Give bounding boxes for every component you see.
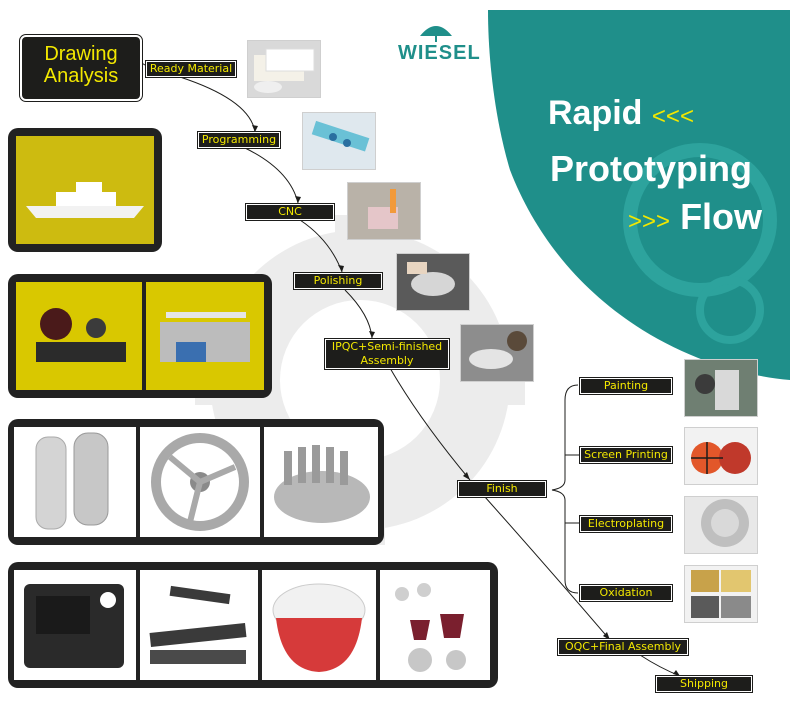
start-label-line-1: Drawing xyxy=(44,43,118,65)
gallery-panel-products xyxy=(8,562,498,688)
photo-ipqc-assembly xyxy=(460,324,534,382)
photo-pipe-system-model xyxy=(146,282,264,390)
title-word-rapid: Rapid xyxy=(548,94,643,132)
step-polishing: Polishing xyxy=(294,273,382,289)
photo-painting xyxy=(684,359,758,417)
step-screen-printing: Screen Printing xyxy=(580,447,672,463)
gallery-panel-models xyxy=(8,274,272,398)
step-finish: Finish xyxy=(458,481,546,497)
step-shipping: Shipping xyxy=(656,676,752,692)
photo-device-housing xyxy=(14,570,136,680)
page-title-line-3: >>> Flow xyxy=(628,196,762,238)
photo-ready-material xyxy=(247,40,321,98)
title-word-flow: Flow xyxy=(680,196,763,237)
step-electroplating: Electroplating xyxy=(580,516,672,532)
photo-oxidation xyxy=(684,565,758,623)
step-ready-material: Ready Material xyxy=(146,61,236,77)
step-oxidation: Oxidation xyxy=(580,585,672,601)
chevron-left-icon: <<< xyxy=(651,103,694,130)
gallery-panel-parts xyxy=(8,419,384,545)
photo-panel-parts xyxy=(140,570,258,680)
step-programming: Programming xyxy=(198,132,280,148)
photo-remote-housing xyxy=(14,427,136,537)
photo-machinery-model xyxy=(16,282,142,390)
photo-cnc xyxy=(347,182,421,240)
logo-text: WIESEL xyxy=(398,42,481,64)
step-ipqc-line-1: IPQC+Semi-finished xyxy=(331,340,443,353)
logo: WIESEL xyxy=(398,22,481,72)
photo-screen-printing xyxy=(684,427,758,485)
photo-heatsink-part xyxy=(264,427,378,537)
umbrella-icon xyxy=(420,26,452,42)
photo-red-bowl xyxy=(262,570,376,680)
step-oqc-final-assembly: OQC+Final Assembly xyxy=(558,639,688,655)
photo-programming xyxy=(302,112,376,170)
photo-electroplating xyxy=(684,496,758,554)
step-cnc: CNC xyxy=(246,204,334,220)
start-box-drawing-analysis: Drawing Analysis xyxy=(20,35,142,101)
photo-yacht-model xyxy=(16,136,154,244)
start-label-line-2: Analysis xyxy=(43,65,119,87)
gallery-panel-yacht xyxy=(8,128,162,252)
step-painting: Painting xyxy=(580,378,672,394)
chevron-right-icon: >>> xyxy=(628,208,671,235)
photo-small-parts xyxy=(380,570,490,680)
photo-wheel-rim xyxy=(140,427,260,537)
step-ipqc-line-2: Assembly xyxy=(360,354,414,367)
photo-polishing xyxy=(396,253,470,311)
page-title-line-2: Prototyping xyxy=(550,148,752,189)
page-title-line-1: Rapid <<< xyxy=(548,94,694,133)
step-ipqc: IPQC+Semi-finished Assembly xyxy=(325,339,449,369)
